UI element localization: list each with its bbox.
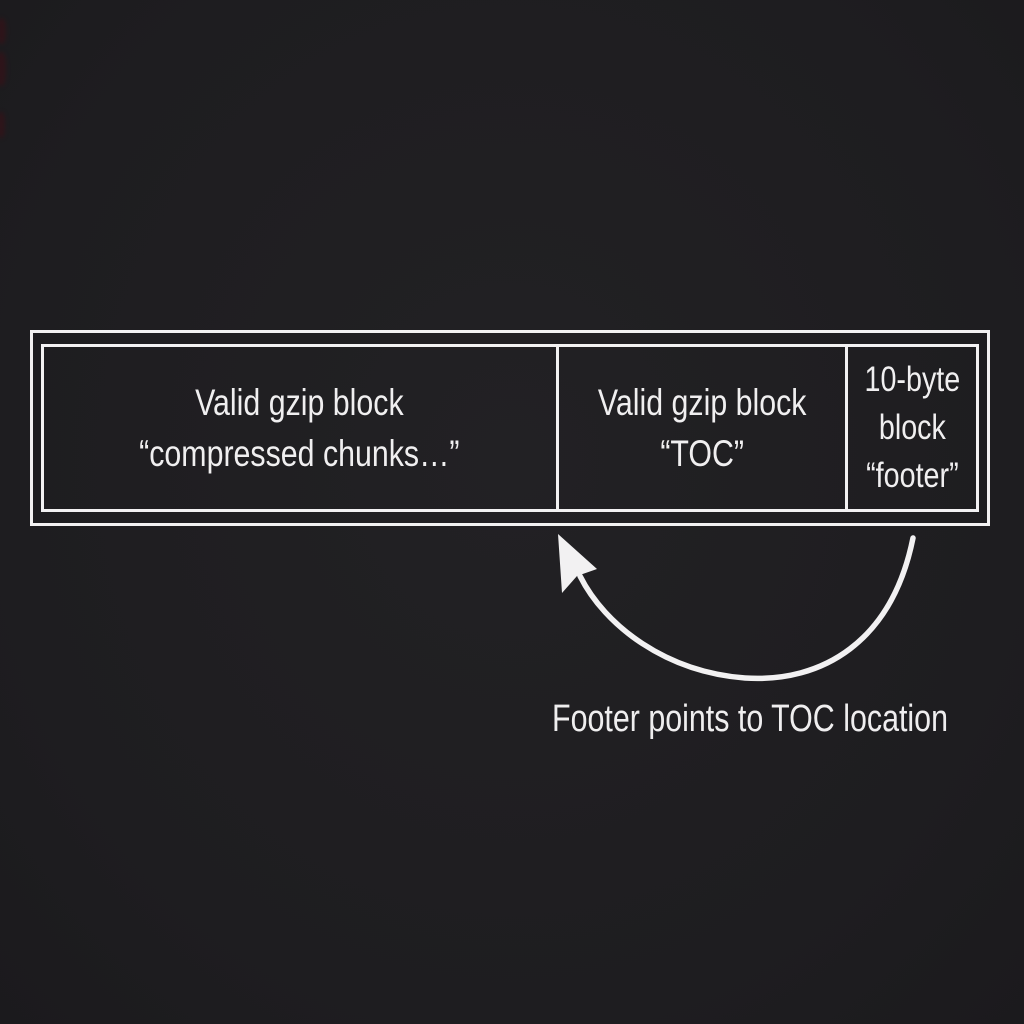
footer-to-toc-arrow-icon bbox=[558, 534, 916, 682]
arrow-head bbox=[558, 534, 597, 593]
block-label-line: block bbox=[878, 408, 946, 447]
block-toc: Valid gzip block “TOC” bbox=[559, 347, 848, 509]
block-footer: 10-byte block “footer” bbox=[848, 347, 976, 509]
block-footer-label: 10-byte block “footer” bbox=[864, 356, 960, 500]
left-edge-artifact bbox=[0, 52, 6, 86]
left-edge-artifact bbox=[0, 18, 6, 44]
block-label-line: “compressed chunks…” bbox=[139, 433, 461, 474]
file-layout-outer-frame: Valid gzip block “compressed chunks…” Va… bbox=[30, 330, 990, 526]
arrow-caption: Footer points to TOC location bbox=[552, 698, 948, 740]
arrow-curve bbox=[577, 535, 916, 682]
left-edge-artifact bbox=[0, 112, 5, 138]
file-layout-inner-frame: Valid gzip block “compressed chunks…” Va… bbox=[41, 344, 979, 512]
block-label-line: “TOC” bbox=[659, 433, 744, 474]
block-compressed-chunks: Valid gzip block “compressed chunks…” bbox=[44, 347, 559, 509]
block-label-line: Valid gzip block bbox=[195, 382, 405, 423]
block-label-line: “footer” bbox=[865, 456, 959, 495]
block-label-line: 10-byte bbox=[864, 360, 960, 399]
block-compressed-chunks-label: Valid gzip block “compressed chunks…” bbox=[140, 377, 460, 479]
block-toc-label: Valid gzip block “TOC” bbox=[597, 377, 806, 479]
block-label-line: Valid gzip block bbox=[597, 382, 806, 423]
